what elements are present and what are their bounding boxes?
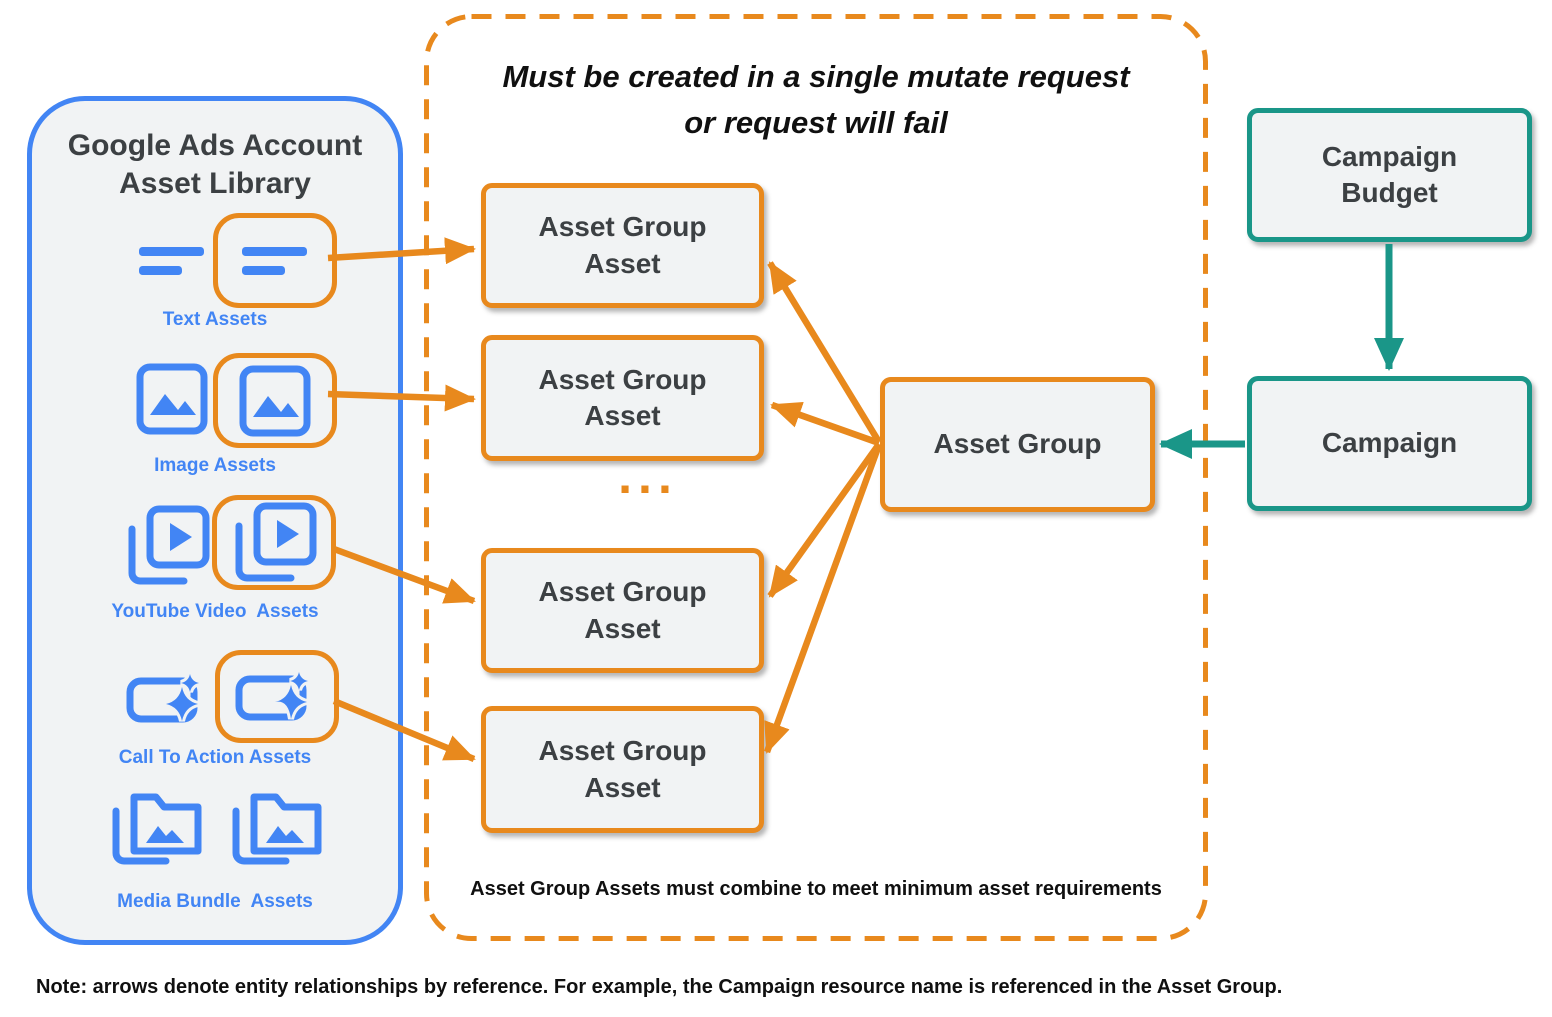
asset-group-asset-box-2: Asset Group Asset [481, 335, 764, 461]
arrow-asset-group-to-asset-group-asset-3 [767, 442, 882, 598]
arrow-asset-group-to-asset-group-asset-2 [770, 401, 881, 447]
image-asset-icon [239, 365, 311, 436]
media-bundle-assets-label: Media Bundle Assets [117, 891, 313, 912]
youtube-video-assets-label: YouTube Video Assets [111, 601, 319, 622]
page-note: Note: arrows denote entity relationships… [36, 976, 1283, 998]
image-assets-label: Image Assets [154, 455, 276, 476]
asset-group-asset-label: Asset Group Asset [538, 363, 707, 431]
mutate-request-title-line1: Must be created in a single mutate reque… [502, 59, 1130, 94]
call-to-action-assets-label: Call To Action Assets [118, 747, 312, 768]
youtube-video-asset-icon [235, 502, 317, 581]
asset-group-asset-label: Asset Group Asset [538, 735, 707, 803]
text-assets-label: Text Assets [162, 309, 268, 330]
media-bundle-asset-icon [228, 789, 324, 872]
mutate-request-title-line2: or request will fail [684, 104, 948, 140]
call-to-action-asset-icon [235, 670, 309, 720]
text-asset-icon [138, 241, 206, 286]
mutate-request-title: Must be created in a single mutate reque… [424, 54, 1208, 146]
asset-group-asset-box-1: Asset Group Asset [481, 183, 764, 308]
mutate-request-footnote: Asset Group Assets must combine to meet … [470, 878, 1162, 900]
asset-library-panel: Google Ads Account Asset Library Text As… [27, 96, 403, 945]
call-to-action-asset-selected-wrapper [215, 650, 339, 743]
asset-group-asset-box-3: Asset Group Asset [481, 548, 764, 673]
call-to-action-asset-icon [126, 671, 210, 732]
more-asset-group-assets-ellipsis: ... [618, 448, 678, 504]
image-asset-icon [136, 363, 208, 440]
arrow-asset-group-to-asset-group-asset-1 [767, 261, 882, 444]
asset-library-title-text: Google Ads Account Asset Library [67, 129, 363, 201]
image-asset-selected-wrapper [213, 353, 337, 448]
text-asset-icon [242, 246, 307, 275]
arrow-asset-group-to-asset-group-asset-4 [763, 443, 883, 754]
campaign-budget-label: Campaign Budget [1321, 140, 1458, 208]
asset-group-label: Asset Group [933, 428, 1102, 460]
asset-group-asset-label: Asset Group Asset [538, 211, 707, 279]
asset-group-asset-box-4: Asset Group Asset [481, 706, 764, 833]
youtube-video-asset-icon [124, 505, 210, 592]
media-bundle-asset-icon [108, 789, 204, 872]
campaign-label: Campaign [1321, 427, 1458, 459]
asset-group-asset-label: Asset Group Asset [538, 576, 707, 644]
asset-group-box: Asset Group [880, 377, 1155, 512]
asset-library-title: Google Ads Account Asset Library [32, 127, 398, 204]
text-asset-selected-wrapper [213, 213, 337, 308]
campaign-box: Campaign [1247, 376, 1532, 511]
campaign-budget-box: Campaign Budget [1247, 108, 1532, 242]
youtube-video-asset-selected-wrapper [212, 495, 336, 590]
